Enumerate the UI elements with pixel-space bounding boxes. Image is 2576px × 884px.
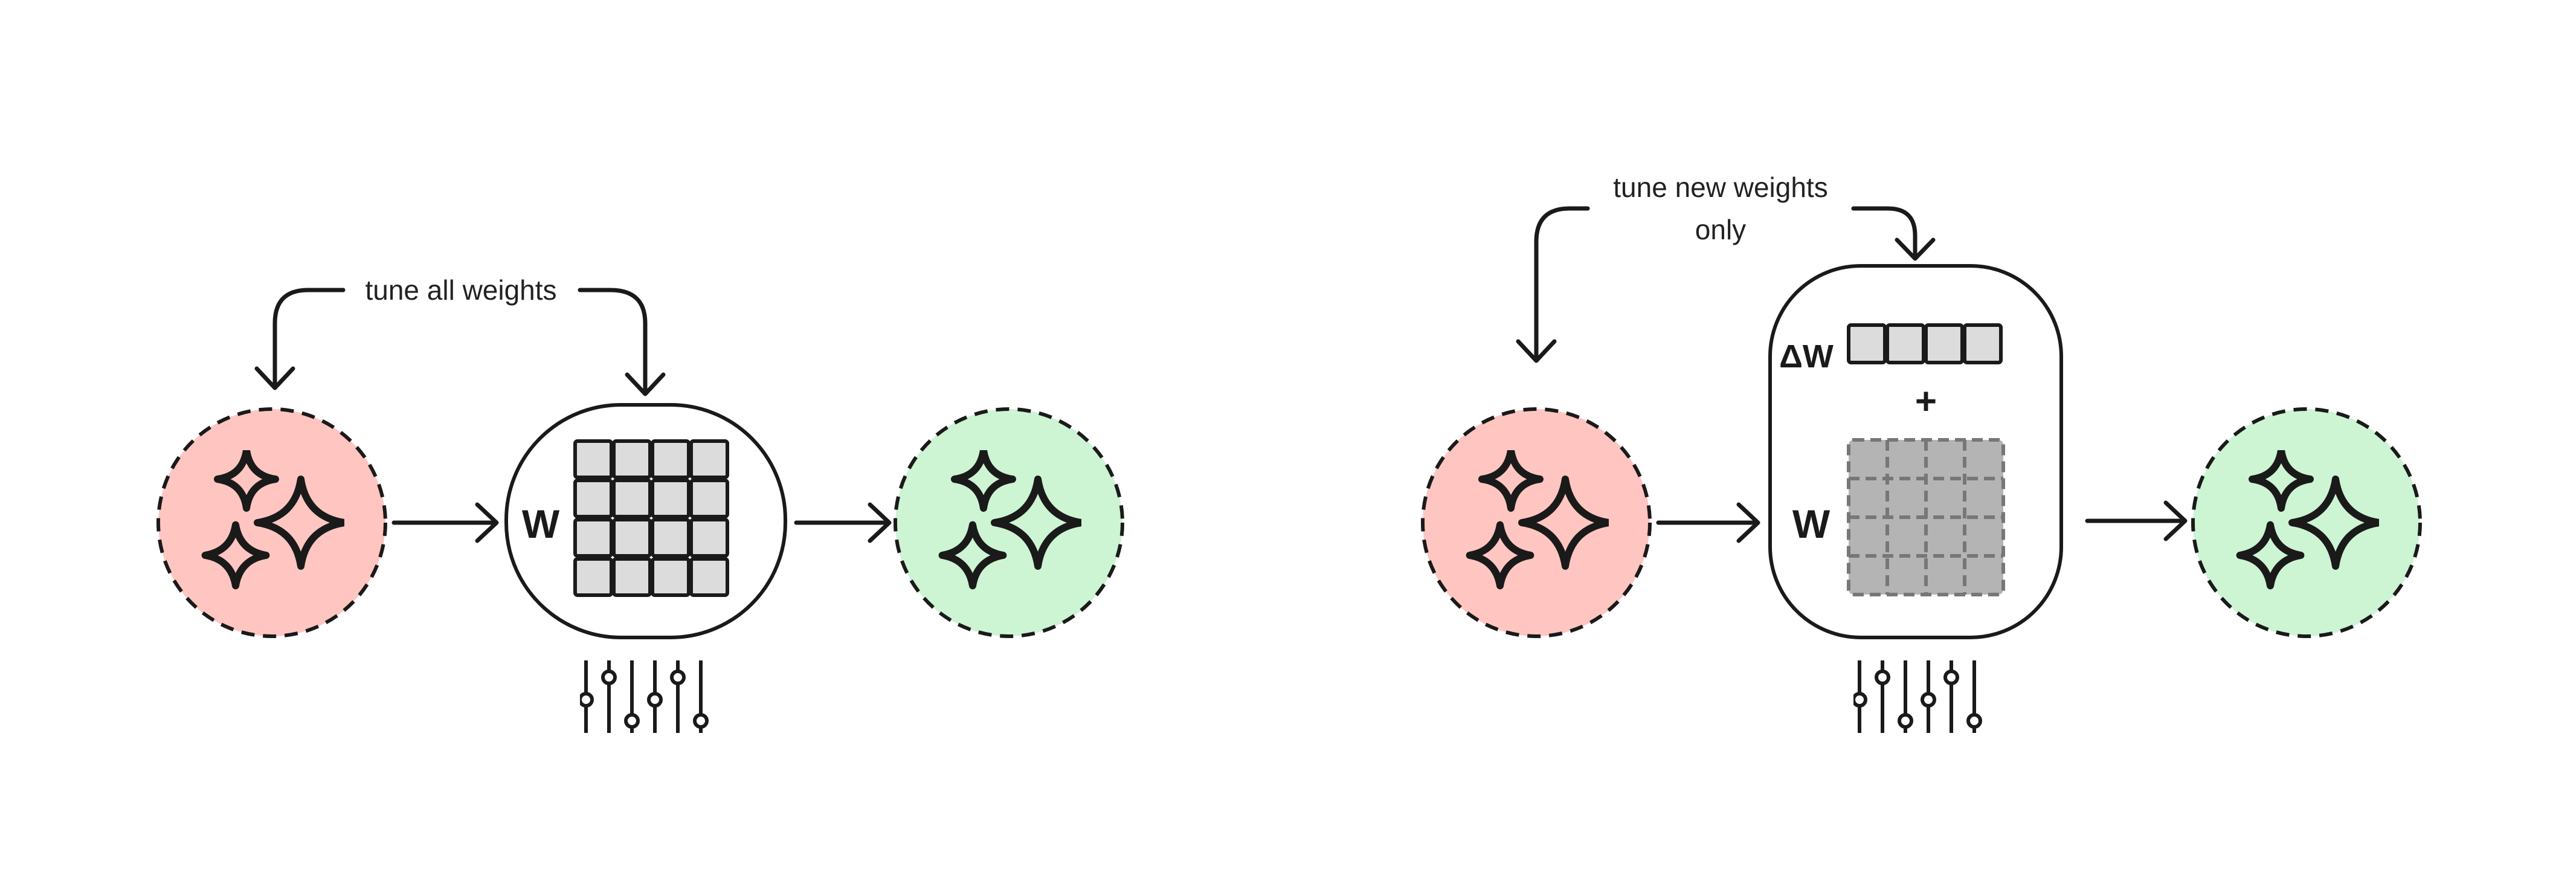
input-model-node — [1421, 407, 1652, 638]
arrow-to-layer — [391, 502, 499, 543]
sliders-icon — [1853, 660, 1980, 733]
layer-node: W — [504, 403, 787, 639]
arrow-to-layer — [1656, 502, 1760, 543]
tune-all-caption: tune all weights — [365, 274, 556, 306]
tune-new-caption-line2: only — [1695, 214, 1746, 245]
frozen-weight-matrix — [1847, 438, 2005, 596]
layer-node: ΔW + W — [1768, 264, 2063, 639]
weight-matrix — [573, 439, 729, 597]
delta-weight-label: ΔW — [1779, 338, 1834, 375]
output-model-node — [2191, 407, 2422, 638]
tune-all-arrow — [254, 288, 666, 396]
tune-new-arrow — [1516, 206, 1936, 363]
arrow-to-output — [794, 502, 892, 543]
input-model-node — [156, 407, 387, 638]
output-model-node — [894, 407, 1124, 638]
tune-new-caption-line1: tune new weights — [1613, 172, 1827, 203]
weight-label: W — [1792, 502, 1831, 546]
adapter-finetune-panel: ΔW + W — [1421, 172, 2422, 733]
arrow-to-output — [2085, 500, 2188, 541]
full-finetune-panel: W — [156, 274, 1124, 733]
sliders-icon — [580, 660, 707, 733]
plus-sign: + — [1915, 381, 1937, 422]
weight-label: W — [522, 502, 560, 546]
delta-weight-matrix — [1847, 323, 2003, 364]
